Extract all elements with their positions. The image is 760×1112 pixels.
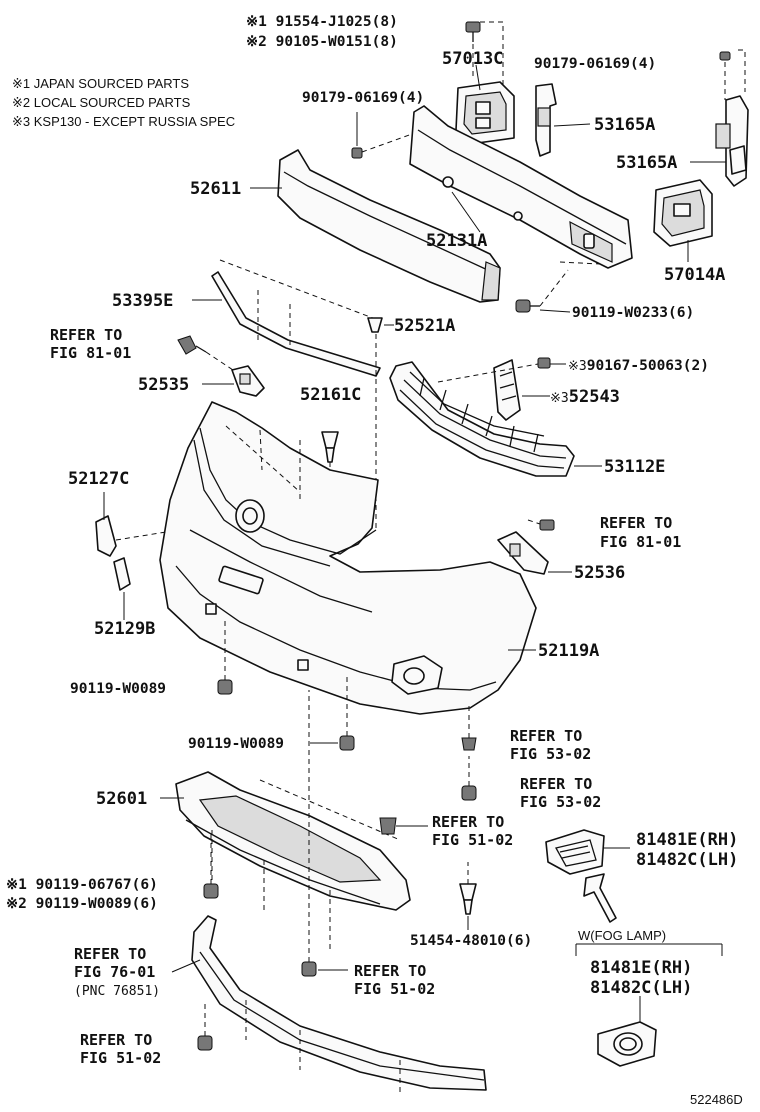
label-52601: 52601 [96,789,147,809]
part-52131a-beam [409,105,633,269]
label-81481e-b: 81481E(RH) [590,958,692,978]
ref-fig51-b-l2: FIG 51-02 [354,980,435,998]
part-52601-undercover [160,771,411,950]
label-57013c: 57013C [442,49,503,69]
label-52129b: 52129B [94,619,155,639]
ref-fig53-b-l2: FIG 53-02 [520,793,601,811]
clip-fig53-b [461,756,477,801]
label-90119-06767: ※1 90119-06767(6) [6,877,158,893]
label-90167: ※390167-50063(2) [568,358,709,374]
clip-51454 [459,862,477,930]
mark3-b: ※3 [550,391,569,406]
ref-fig51-c-l1: REFER TO [80,1031,152,1049]
label-90179-right: 90179-06169(4) [534,56,656,72]
part-53395e-molding [192,259,381,377]
note-ksp130: ※3 KSP130 - EXCEPT RUSSIA SPEC [12,114,235,129]
clip-fig53-a [461,706,477,751]
ref-fig51-c-l2: FIG 51-02 [80,1049,161,1067]
ref-fig81-right-l1: REFER TO [600,514,672,532]
mark3-a: ※3 [568,359,587,374]
ref-fig76-l1: REFER TO [74,945,146,963]
label-81481e-a: 81481E(RH) [636,830,738,850]
label-52119a: 52119A [538,641,599,661]
bolt-90119-w0089-b [310,676,355,751]
label-90167-text: 90167-50063(2) [587,358,709,374]
bolt-90119-06767 [203,830,219,899]
part-57014a-bracket [653,179,713,262]
ref-fig53-a-l1: REFER TO [510,727,582,745]
fog-lamp-bracket [575,943,723,956]
part-52129b-cover [113,557,131,620]
label-90119-w0233: 90119-W0233(6) [572,305,694,321]
ref-fig53-b-l1: REFER TO [520,775,592,793]
part-53112e-grille [389,361,602,477]
note-local-sourced: ※2 LOCAL SOURCED PARTS [12,95,191,110]
label-90119-w0089-b: 90119-W0089 [188,736,284,752]
part-81481e-bezel [545,829,630,875]
label-52543: ※352543 [550,387,620,407]
ref-fig81-left-l2: FIG 81-01 [50,344,131,362]
label-53165a-2: 53165A [616,153,677,173]
label-81482c-b: 81482C(LH) [590,978,692,998]
ref-fig76-l2: FIG 76-01 [74,963,155,981]
notes-legend: ※1 JAPAN SOURCED PARTS ※2 LOCAL SOURCED … [12,76,235,129]
label-52521a: 52521A [394,316,455,336]
bolt-90119-w0089-a [217,620,233,695]
part-labels: ※1 91554-J1025(8) ※2 90105-W0151(8) 5701… [6,14,743,1107]
label-52536: 52536 [574,563,625,583]
arrow-fog [583,873,617,923]
label-53395e: 53395E [112,291,173,311]
ref-fig51-a-l2: FIG 51-02 [432,831,513,849]
part-53165a-left [535,83,591,157]
bolt-fig51-c [197,1000,213,1051]
part-52611-absorber [250,149,501,303]
label-52535: 52535 [138,375,189,395]
label-90119-w0089-a: 90119-W0089 [70,681,166,697]
label-52611: 52611 [190,179,241,199]
label-fog-lamp: W(FOG LAMP) [578,928,666,943]
label-52131a: 52131A [426,231,487,251]
part-52119a-bumper-cover [159,401,537,715]
clip-52161c [321,431,339,480]
label-90119-w0089-6: ※2 90119-W0089(6) [6,896,158,912]
label-51454: 51454-48010(6) [410,933,532,949]
label-53112e: 53112E [604,457,665,477]
top-bolt [465,21,504,90]
part-53165a-right [690,49,749,187]
label-52543-text: 52543 [569,387,620,407]
ref-fig51-a-l1: REFER TO [432,813,504,831]
part-52535-bracket [202,365,265,397]
label-90105: ※2 90105-W0151(8) [246,34,398,50]
ref-fig51-b-l1: REFER TO [354,962,426,980]
label-81482c-a: 81482C(LH) [636,850,738,870]
label-90179-left: 90179-06169(4) [302,90,424,106]
figure-id: 522486D [690,1092,743,1107]
part-57013c-bracket [455,64,515,145]
part-52127c-bracket [95,492,167,557]
clip-fig51-a [379,817,428,835]
label-52161c: 52161C [300,385,361,405]
bolt-90179-left [351,112,413,159]
bolt-fig51-b [301,690,348,977]
bolt-fig81-left [177,335,237,373]
ref-fig76-l3: (PNC 76851) [74,984,160,999]
ref-fig81-right-l2: FIG 81-01 [600,533,681,551]
note-japan-sourced: ※1 JAPAN SOURCED PARTS [12,76,189,91]
part-lower-spoiler [171,915,487,1092]
label-53165a-1: 53165A [594,115,655,135]
part-81481e-bezel-fog [597,996,657,1067]
part-52536-bracket [497,519,572,575]
bolt-90119-w0233 [515,269,571,313]
label-91554: ※1 91554-J1025(8) [246,14,398,30]
ref-fig53-a-l2: FIG 53-02 [510,745,591,763]
label-52127c: 52127C [68,469,129,489]
part-52543-cover [437,357,566,421]
label-57014a: 57014A [664,265,725,285]
ref-fig81-left-l1: REFER TO [50,326,122,344]
